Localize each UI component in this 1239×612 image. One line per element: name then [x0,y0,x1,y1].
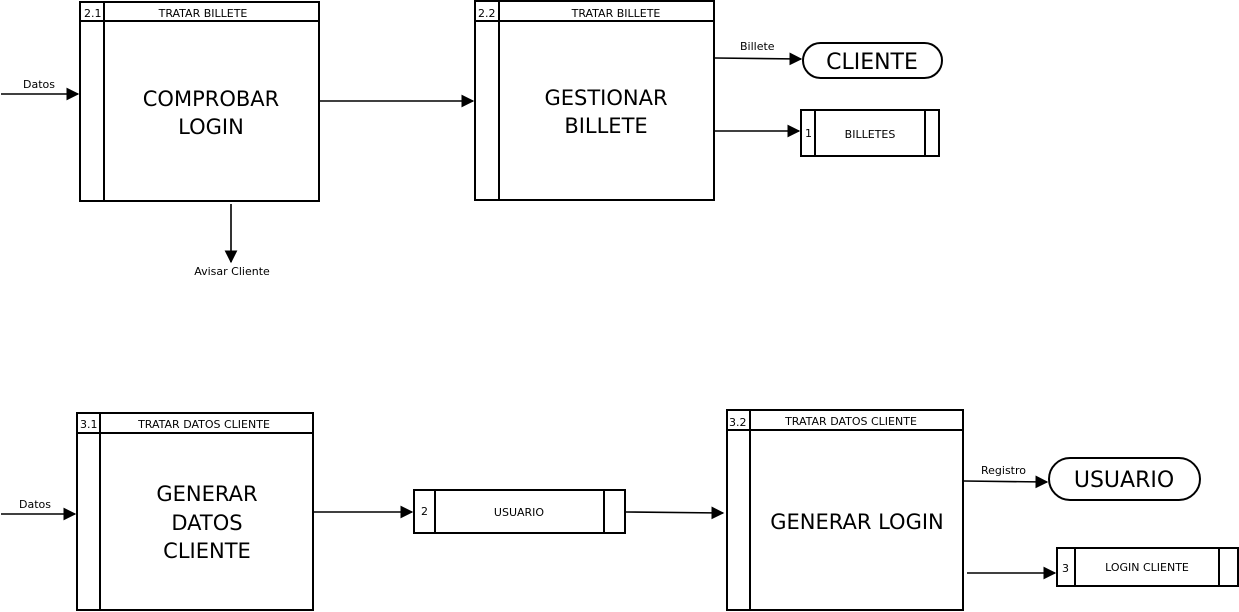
entity-usuario: USUARIO [1048,457,1201,501]
process-title-line-2: LOGIN [178,115,244,139]
entity-label: USUARIO [1074,468,1174,493]
flow-datos-top: Datos [1,78,80,101]
process-title-line-1: GENERAR LOGIN [770,510,944,534]
flow-label: Datos [19,498,51,511]
store-number: 2 [421,505,428,518]
process-title-line-1: COMPROBAR [143,87,279,111]
store-number: 1 [805,127,812,140]
process-title-line-1: GESTIONAR [544,86,667,110]
flow-label: Datos [23,78,55,91]
entity-cliente: CLIENTE [802,42,943,79]
store-name: LOGIN CLIENTE [1105,561,1189,574]
store-billetes: 1 BILLETES [800,109,940,157]
store-usuario: 2 USUARIO [413,489,626,534]
process-number: 2.1 [84,7,102,20]
flow-billete: Billete [714,40,803,66]
process-2-2: 2.2 TRATAR BILLETE GESTIONAR BILLETE [474,0,715,201]
process-title-line-3: CLIENTE [163,539,251,563]
store-number: 3 [1062,562,1069,575]
flow-registro: Registro [963,464,1049,489]
process-header: TRATAR DATOS CLIENTE [784,415,917,428]
process-title-line-2: BILLETE [564,114,647,138]
flow-label: Billete [740,40,775,53]
process-3-1: 3.1 TRATAR DATOS CLIENTE GENERAR DATOS C… [76,412,314,611]
process-3-2: 3.2 TRATAR DATOS CLIENTE GENERAR LOGIN [726,409,964,611]
process-title-line-1: GENERAR [156,482,257,506]
process-header: TRATAR BILLETE [158,7,248,20]
store-name: BILLETES [845,128,896,141]
process-number: 3.1 [80,418,98,431]
process-header: TRATAR BILLETE [571,7,661,20]
process-title-line-2: DATOS [171,511,242,535]
entity-label: CLIENTE [826,50,918,75]
process-number: 2.2 [478,7,496,20]
store-login-cliente: 3 LOGIN CLIENTE [1056,547,1239,587]
flow-label: Avisar Cliente [194,265,270,278]
flow-usuario-to-3-2 [625,506,725,520]
process-number: 3.2 [729,416,747,429]
process-header: TRATAR DATOS CLIENTE [137,418,270,431]
flow-label: Registro [981,464,1026,477]
flow-avisar-cliente: Avisar Cliente [194,204,270,278]
store-name: USUARIO [494,506,544,519]
flow-datos-bottom: Datos [1,498,77,521]
process-2-1: 2.1 TRATAR BILLETE COMPROBAR LOGIN [79,1,320,202]
